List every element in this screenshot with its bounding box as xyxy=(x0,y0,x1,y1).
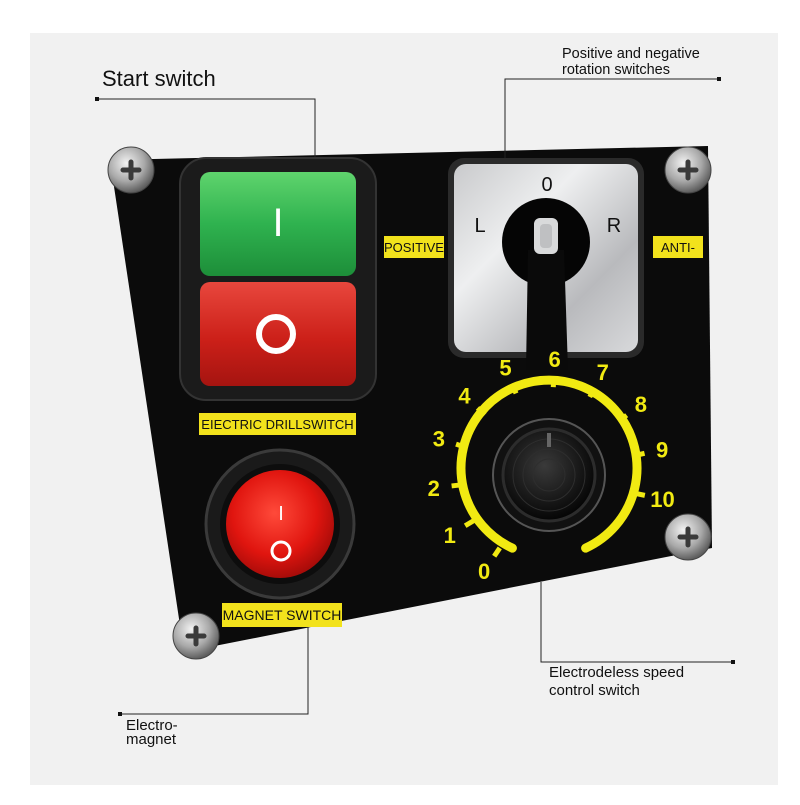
dial-number-3: 3 xyxy=(433,426,445,451)
screw-icon xyxy=(173,613,219,659)
dial-tick xyxy=(635,453,645,455)
screw-icon xyxy=(665,147,711,193)
callout-speed-line2: control switch xyxy=(549,682,684,700)
dial-number-1: 1 xyxy=(444,523,456,548)
callout-magnet-line2: magnet xyxy=(126,733,178,747)
rotary-right-label: R xyxy=(607,215,621,237)
callout-rotation-switches: Positive and negative rotation switches xyxy=(562,46,700,78)
magnet-switch-label: MAGNET SWITCH xyxy=(223,607,342,623)
dial-number-0: 0 xyxy=(478,559,490,584)
stop-button[interactable] xyxy=(200,282,356,386)
start-symbol: I xyxy=(272,201,283,245)
anti-label: ANTI- xyxy=(661,240,695,255)
callout-electromagnet: Electro- magnet xyxy=(126,719,178,747)
callout-speed-control: Electrodeless speed control switch xyxy=(549,664,684,700)
rocker-on-symbol: I xyxy=(278,503,284,525)
speed-knob-indicator xyxy=(547,433,551,447)
callout-start-switch: Start switch xyxy=(102,66,216,92)
rotary-left-label: L xyxy=(474,215,485,237)
dial-number-2: 2 xyxy=(428,476,440,501)
dial-tick xyxy=(452,485,462,486)
dial-tick xyxy=(635,493,645,495)
screw-icon xyxy=(108,147,154,193)
dial-number-7: 7 xyxy=(597,360,609,385)
dial-number-10: 10 xyxy=(650,487,674,512)
callout-speed-line1: Electrodeless speed xyxy=(549,664,684,682)
callout-rotation-line1: Positive and negative xyxy=(562,46,700,62)
dial-number-8: 8 xyxy=(635,392,647,417)
drill-switch-label: EIECTRIC DRILLSWITCH xyxy=(201,417,353,432)
dial-number-4: 4 xyxy=(458,384,471,409)
dial-tick xyxy=(456,444,465,447)
rotary-center-label: 0 xyxy=(541,174,552,196)
dial-number-9: 9 xyxy=(656,437,668,462)
screw-icon xyxy=(665,514,711,560)
positive-label: POSITIVE xyxy=(384,240,444,255)
dial-number-5: 5 xyxy=(499,355,511,380)
dial-tick xyxy=(512,384,516,393)
dial-number-6: 6 xyxy=(549,347,561,372)
callout-rotation-line2: rotation switches xyxy=(562,62,700,78)
